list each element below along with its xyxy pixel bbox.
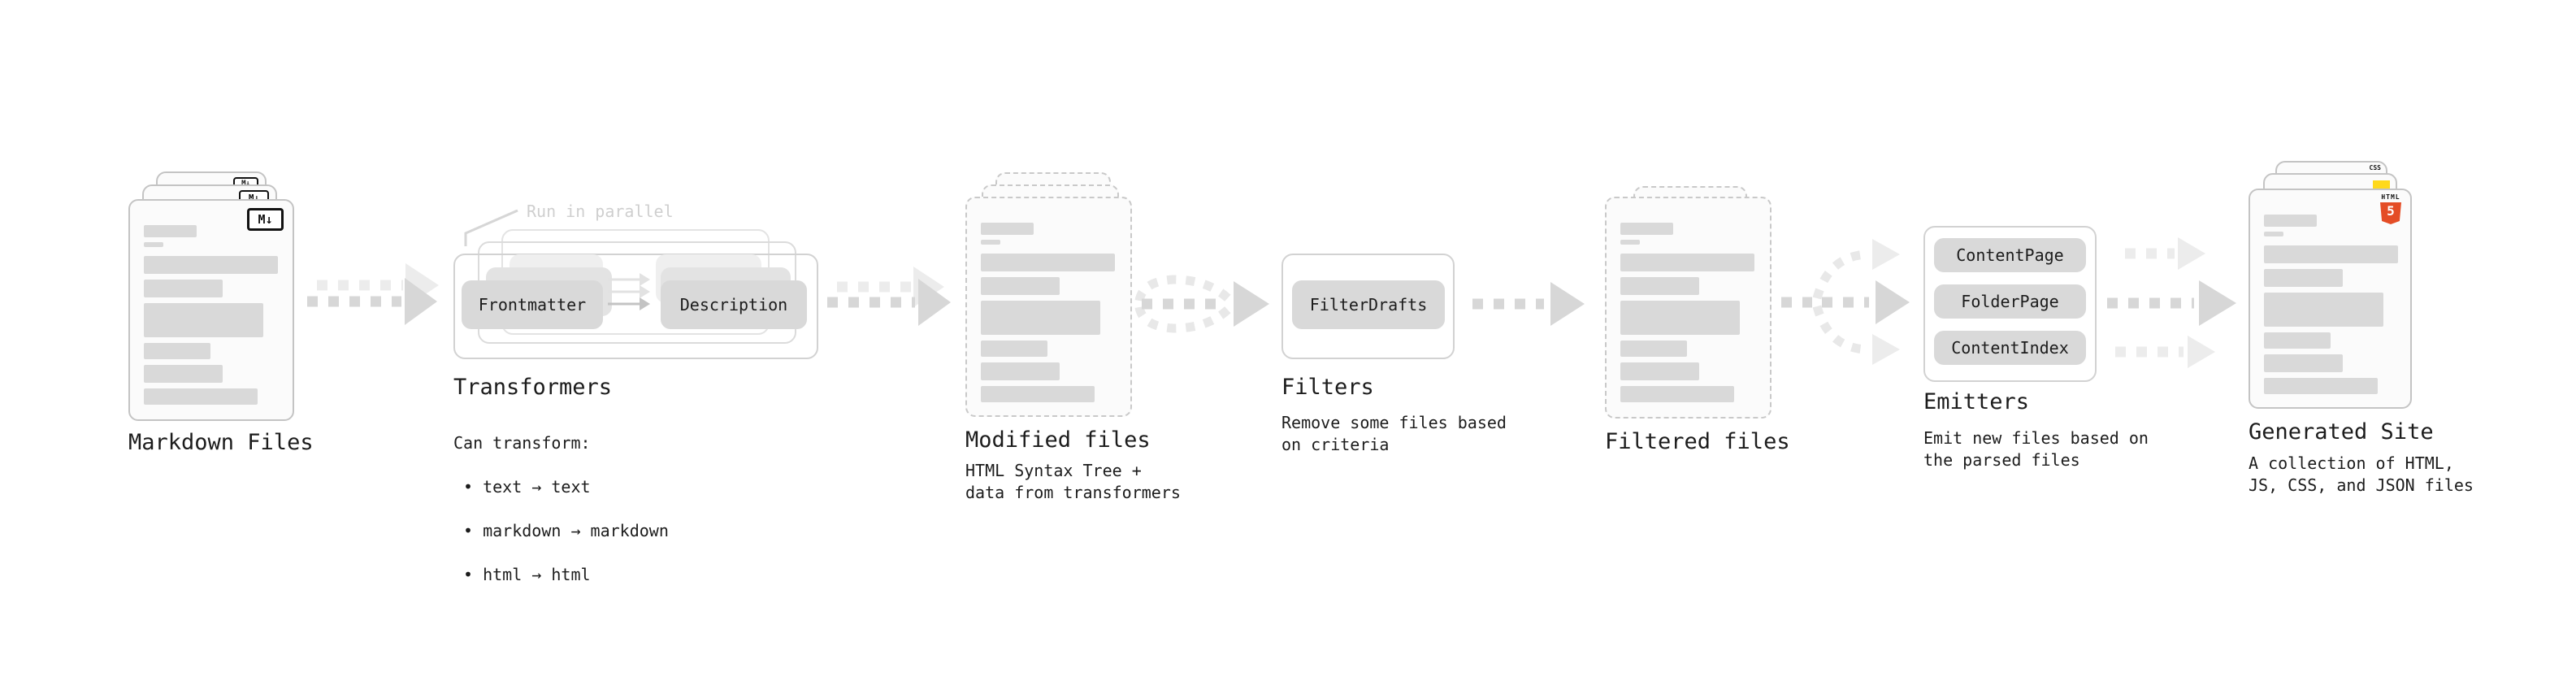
contentpage-step: ContentPage bbox=[1934, 238, 2086, 272]
placeholder-text-lines bbox=[981, 198, 1115, 402]
description-step: Description bbox=[661, 280, 807, 329]
transformers-desc-heading: Can transform: bbox=[453, 433, 591, 453]
placeholder-text-lines bbox=[144, 201, 278, 405]
js-file-icon bbox=[2373, 180, 2390, 189]
arrow-emitters-to-generated bbox=[2107, 237, 2236, 368]
generated-site-label: Generated Site bbox=[2249, 419, 2434, 445]
filterdrafts-step: FilterDrafts bbox=[1292, 280, 1445, 329]
generated-site-description: A collection of HTML, JS, CSS, and JSON … bbox=[2249, 453, 2474, 495]
modified-files-description: HTML Syntax Tree + data from transformer… bbox=[965, 461, 1181, 502]
filters-container bbox=[1281, 254, 1455, 359]
frontmatter-step: Frontmatter bbox=[462, 280, 603, 329]
arrow-filtered-to-emitters bbox=[1781, 239, 1910, 365]
emitters-container bbox=[1923, 226, 2097, 382]
contentindex-step: ContentIndex bbox=[1934, 331, 2086, 365]
arrow-markdown-to-transformers bbox=[307, 263, 439, 325]
transformers-description: Can transform: • text → text • markdown … bbox=[453, 410, 669, 630]
filtered-file-front bbox=[1605, 197, 1772, 419]
run-in-parallel-note: Run in parallel bbox=[527, 202, 674, 221]
modified-file-front bbox=[965, 197, 1132, 417]
filters-description: Remove some files based on criteria bbox=[1281, 413, 1507, 454]
generated-html-file: HTML 5 bbox=[2249, 189, 2412, 409]
placeholder-text-lines bbox=[2264, 190, 2398, 394]
emitters-title: Emitters bbox=[1923, 389, 2030, 414]
filters-title: Filters bbox=[1281, 375, 1374, 400]
transformers-bullet-list: • text → text • markdown → markdown • ht… bbox=[453, 454, 669, 608]
modified-files-label: Modified files bbox=[965, 427, 1151, 453]
html5-icon: HTML 5 bbox=[2379, 194, 2402, 224]
transformers-title: Transformers bbox=[453, 375, 613, 400]
markdown-file-front: M↓ bbox=[128, 199, 294, 421]
css-file-icon: CSS bbox=[2369, 164, 2381, 171]
emitters-description: Emit new files based on the parsed files bbox=[1923, 428, 2149, 470]
transformer-container-front bbox=[453, 254, 818, 359]
arrow-modified-to-filters bbox=[1134, 275, 1269, 333]
filtered-files-label: Filtered files bbox=[1605, 429, 1790, 454]
bullet-html-to-html: • html → html bbox=[463, 565, 591, 584]
placeholder-text-lines bbox=[1620, 198, 1754, 402]
arrow-transformers-to-modified bbox=[827, 267, 951, 326]
bullet-markdown-to-markdown: • markdown → markdown bbox=[463, 521, 669, 540]
markdown-files-label: Markdown Files bbox=[128, 430, 314, 455]
markdown-icon: M↓ bbox=[247, 208, 284, 231]
bullet-text-to-text: • text → text bbox=[463, 477, 591, 497]
arrow-filters-to-filtered bbox=[1472, 282, 1585, 326]
folderpage-step: FolderPage bbox=[1934, 284, 2086, 319]
